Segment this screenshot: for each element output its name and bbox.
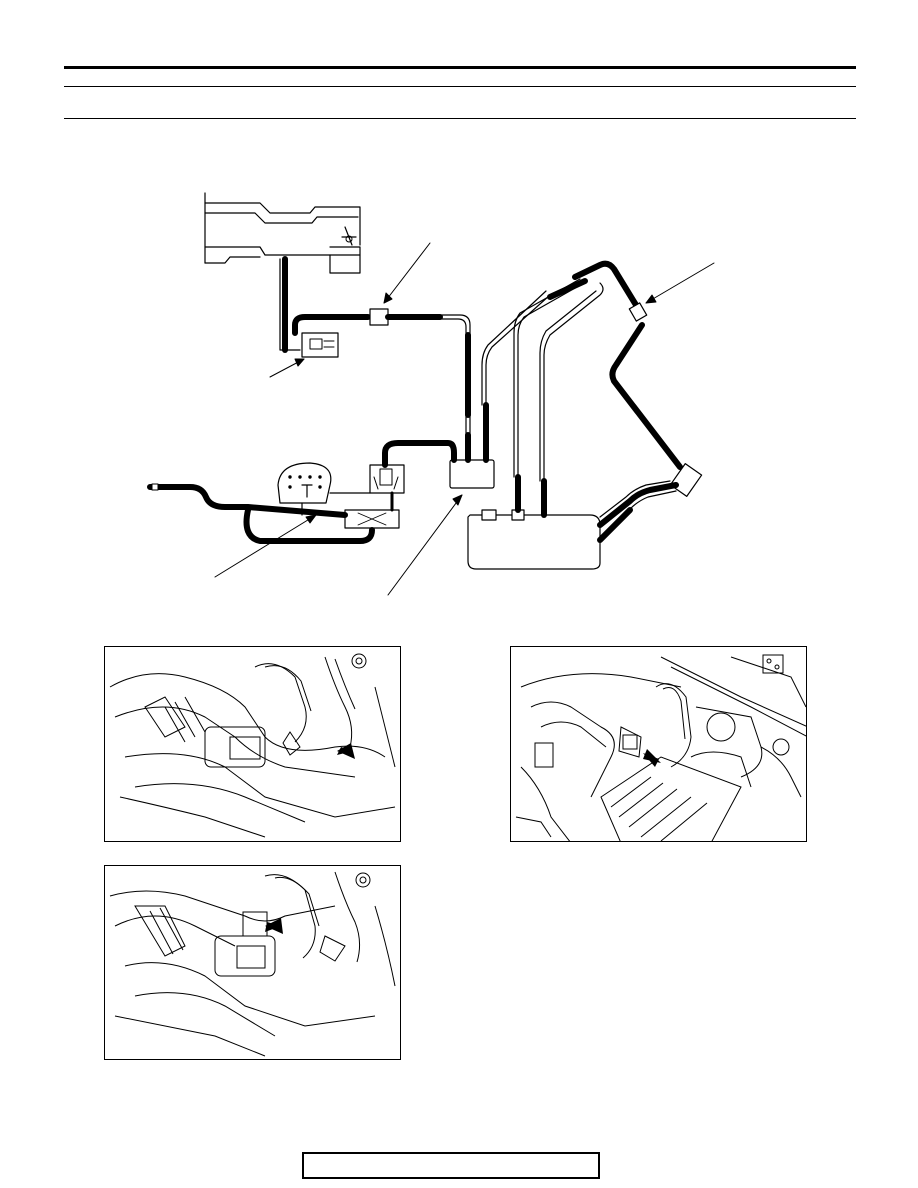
header-rule-bottom xyxy=(64,118,856,119)
engine-photo-1 xyxy=(104,646,401,842)
header-rule xyxy=(64,86,856,87)
engine-photo-2 xyxy=(510,646,807,842)
footer-page-box xyxy=(302,1152,600,1179)
header-rule-thick xyxy=(64,66,856,69)
hose-routing-diagram xyxy=(130,185,730,605)
engine-photo-3 xyxy=(104,865,401,1060)
